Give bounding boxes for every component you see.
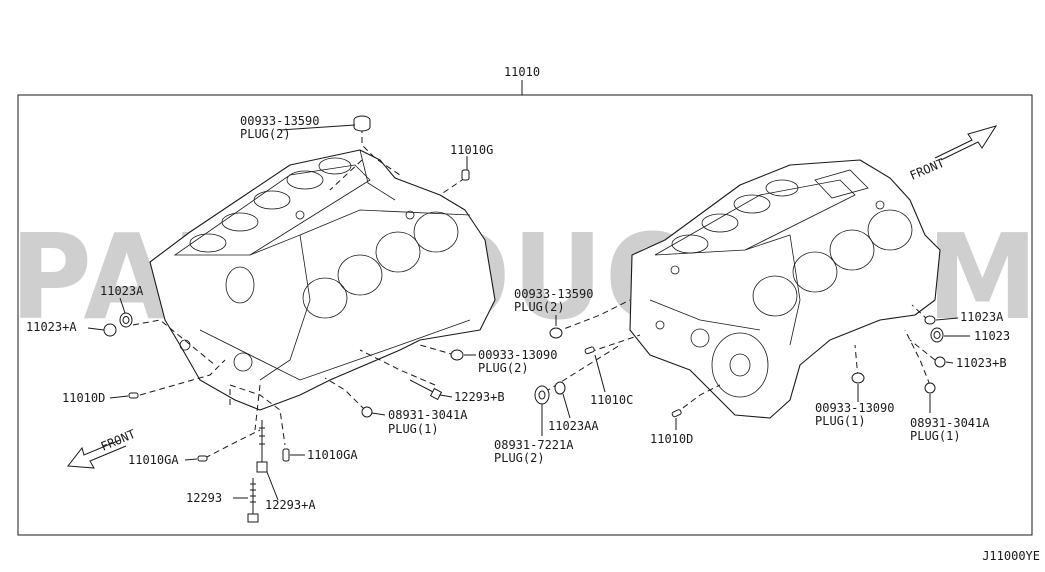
label-00933-13090-left[interactable]: 00933-13090	[478, 348, 557, 362]
front-arrow-right: FRONT	[908, 125, 998, 183]
part-00933-13090-right[interactable]	[851, 372, 865, 384]
label-00933-13590-mid[interactable]: 00933-13590	[514, 287, 593, 301]
label-08931-3041a-right[interactable]: 08931-3041A	[910, 416, 990, 430]
label-plug-08931-left: PLUG(1)	[388, 422, 439, 436]
left-engine-block	[149, 149, 496, 411]
label-08931-7221a[interactable]: 08931-7221A	[494, 438, 574, 452]
label-11010d-left[interactable]: 11010D	[62, 391, 105, 405]
label-11010ga-2[interactable]: 11010GA	[307, 448, 358, 462]
leader-00933-13090-left	[419, 344, 456, 356]
leader-12293b	[359, 349, 436, 386]
part-11023pb-right[interactable]	[934, 356, 946, 368]
assembly-number[interactable]: 11010	[504, 65, 540, 79]
leader-top-plug	[361, 127, 401, 176]
part-11010ga-1[interactable]	[197, 455, 208, 462]
part-11010g[interactable]	[461, 169, 470, 181]
label-00933-13590-top[interactable]: 00933-13590	[240, 114, 319, 128]
leader-11010d	[139, 359, 226, 396]
label-11023aa[interactable]: 11023AA	[548, 419, 599, 433]
leader-11023a-right	[911, 304, 929, 321]
part-top-plug[interactable]	[353, 115, 371, 132]
part-08931-right[interactable]	[924, 382, 936, 394]
label-plug-08931-right: PLUG(1)	[910, 429, 961, 443]
diagram-frame	[17, 94, 1033, 536]
label-11010d-right[interactable]: 11010D	[650, 432, 693, 446]
label-08931-3041a-left[interactable]: 08931-3041A	[388, 408, 468, 422]
label-11023pb-right[interactable]: 11023+B	[956, 356, 1007, 370]
label-11010c[interactable]: 11010C	[590, 393, 633, 407]
part-11010c[interactable]	[584, 346, 595, 355]
label-plug-top: PLUG(2)	[240, 127, 291, 141]
label-11023-right[interactable]: 11023	[974, 329, 1010, 343]
label-11023a-left[interactable]: 11023A	[100, 284, 144, 298]
label-12293pa[interactable]: 12293+A	[265, 498, 316, 512]
label-00933-13090-right[interactable]: 00933-13090	[815, 401, 894, 415]
label-11010ga-1[interactable]: 11010GA	[128, 453, 179, 467]
part-11023a-left[interactable]	[119, 312, 133, 328]
leader-mid-plug	[555, 299, 631, 333]
label-11023a-right[interactable]: 11023A	[960, 310, 1004, 324]
part-11023aa[interactable]	[554, 381, 566, 395]
label-plug-08931-7221a: PLUG(2)	[494, 451, 545, 465]
part-11010d-right[interactable]	[671, 409, 682, 418]
part-00933-13090-left[interactable]	[450, 349, 464, 361]
leader-11010c	[589, 334, 641, 353]
part-mid-plug[interactable]	[549, 327, 563, 339]
front-arrow-left: FRONT	[67, 427, 137, 469]
right-engine-block	[629, 159, 941, 419]
part-11010d-left[interactable]	[128, 392, 139, 399]
part-11023a-right[interactable]	[924, 315, 936, 325]
label-plug-00933-13090-right: PLUG(1)	[815, 414, 866, 428]
part-08931-left[interactable]	[361, 406, 373, 418]
front-label-right: FRONT	[908, 156, 947, 183]
leader-08931-left	[324, 377, 366, 411]
leader-11010d-right	[674, 384, 721, 415]
callouts: 00933-13590 PLUG(2) 11010G 11023A 11023+…	[26, 114, 1010, 512]
diagram-code: J11000YE	[982, 549, 1040, 563]
leader-11023a	[132, 319, 216, 366]
label-12293pb[interactable]: 12293+B	[454, 390, 505, 404]
label-12293[interactable]: 12293	[186, 491, 222, 505]
label-plug-mid: PLUG(2)	[514, 300, 565, 314]
part-12293pb-bolt[interactable]	[409, 379, 443, 401]
leader-11010g	[439, 177, 466, 196]
part-11023-right[interactable]	[930, 327, 944, 343]
label-plug-00933-13090-left: PLUG(2)	[478, 361, 529, 375]
part-08931-7221[interactable]	[534, 385, 550, 405]
label-11023pa-left[interactable]: 11023+A	[26, 320, 77, 334]
part-12293-bolt[interactable]	[247, 478, 259, 523]
leader-11010ga	[204, 429, 261, 459]
part-12293pa-bolt[interactable]	[256, 420, 268, 473]
label-11010g[interactable]: 11010G	[450, 143, 493, 157]
part-11010ga-2[interactable]	[282, 448, 290, 462]
leader-00933-13090-right	[854, 344, 859, 379]
part-11023pa-left[interactable]	[103, 323, 117, 337]
